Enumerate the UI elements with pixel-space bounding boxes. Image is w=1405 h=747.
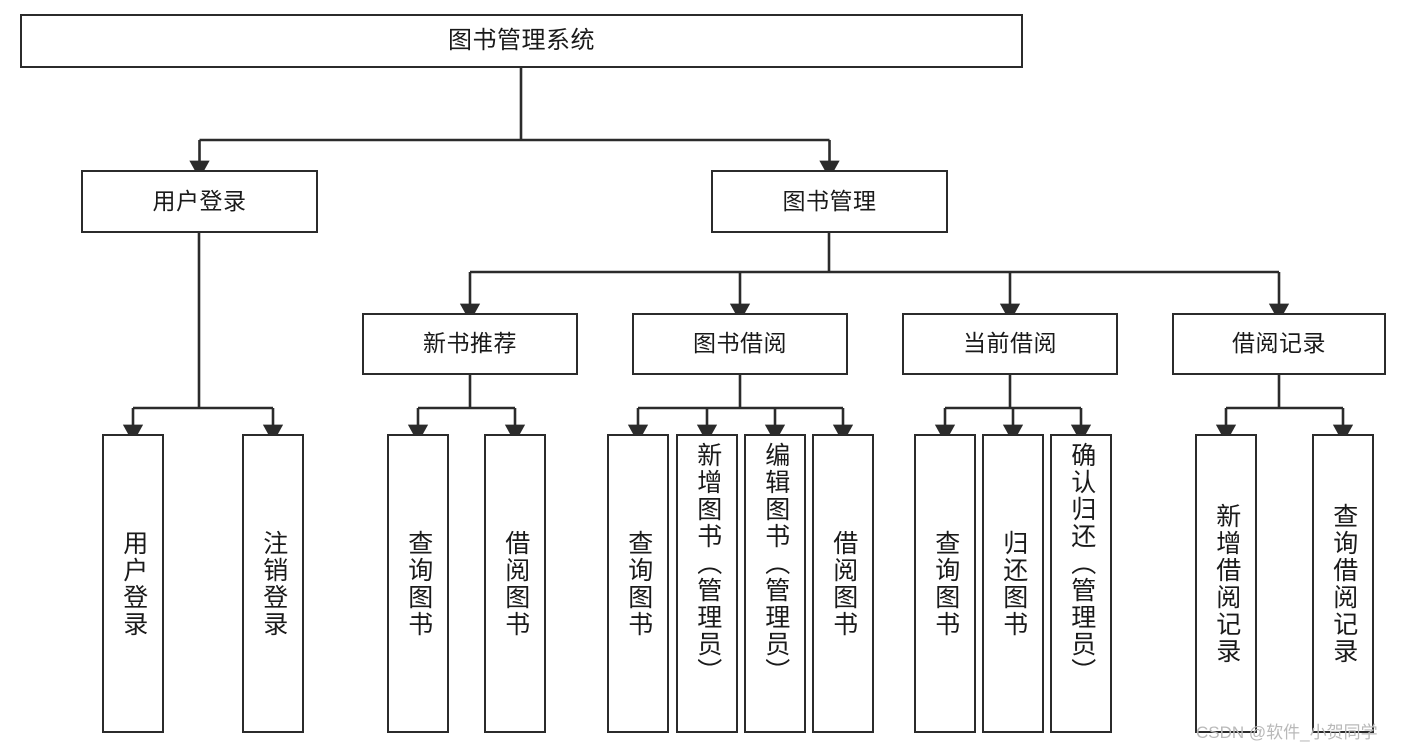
node-book-borrow[interactable]: 图书借阅 xyxy=(632,313,848,375)
node-leaf-borrow-book-2[interactable]: 借阅图书 xyxy=(812,434,874,733)
node-leaf-query-book-1[interactable]: 查询图书 xyxy=(387,434,449,733)
node-current-borrow[interactable]: 当前借阅 xyxy=(902,313,1118,375)
node-leaf-query-book-1-label: 查询图书 xyxy=(404,529,433,638)
node-user-login-label: 用户登录 xyxy=(152,187,247,214)
node-leaf-return-book[interactable]: 归还图书 xyxy=(982,434,1044,733)
node-leaf-confirm-return[interactable]: 确认归还（管理员） xyxy=(1050,434,1112,733)
node-leaf-add-record-label: 新增借阅记录 xyxy=(1212,502,1241,665)
node-leaf-query-book-3-label: 查询图书 xyxy=(931,529,960,638)
node-leaf-return-book-label: 归还图书 xyxy=(999,529,1028,638)
node-leaf-user-logout-label: 注销登录 xyxy=(259,529,288,638)
node-leaf-query-book-3[interactable]: 查询图书 xyxy=(914,434,976,733)
node-book-manage[interactable]: 图书管理 xyxy=(711,170,948,233)
node-borrow-record-label: 借阅记录 xyxy=(1232,330,1326,357)
node-new-book-recommend[interactable]: 新书推荐 xyxy=(362,313,578,375)
node-root-label: 图书管理系统 xyxy=(448,26,595,54)
node-leaf-query-book-2-label: 查询图书 xyxy=(624,529,653,638)
node-leaf-borrow-book-1-label: 借阅图书 xyxy=(501,529,530,638)
node-leaf-add-book-label: 新增图书（管理员） xyxy=(693,442,722,685)
node-book-manage-label: 图书管理 xyxy=(782,187,877,214)
node-leaf-borrow-book-2-label: 借阅图书 xyxy=(829,529,858,638)
node-user-login[interactable]: 用户登录 xyxy=(81,170,318,233)
node-book-borrow-label: 图书借阅 xyxy=(693,330,787,357)
csdn-watermark: CSDN @软件_小贺同学 xyxy=(1196,723,1378,742)
node-root[interactable]: 图书管理系统 xyxy=(20,14,1023,68)
node-leaf-add-record[interactable]: 新增借阅记录 xyxy=(1195,434,1257,733)
node-leaf-borrow-book-1[interactable]: 借阅图书 xyxy=(484,434,546,733)
node-leaf-confirm-return-label: 确认归还（管理员） xyxy=(1067,442,1096,685)
node-leaf-user-login-label: 用户登录 xyxy=(119,529,148,638)
node-leaf-edit-book[interactable]: 编辑图书（管理员） xyxy=(744,434,806,733)
node-leaf-query-book-2[interactable]: 查询图书 xyxy=(607,434,669,733)
node-current-borrow-label: 当前借阅 xyxy=(963,330,1057,357)
node-leaf-user-login[interactable]: 用户登录 xyxy=(102,434,164,733)
node-leaf-add-book[interactable]: 新增图书（管理员） xyxy=(676,434,738,733)
node-leaf-user-logout[interactable]: 注销登录 xyxy=(242,434,304,733)
node-borrow-record[interactable]: 借阅记录 xyxy=(1172,313,1386,375)
node-new-book-recommend-label: 新书推荐 xyxy=(423,330,517,357)
node-leaf-query-record[interactable]: 查询借阅记录 xyxy=(1312,434,1374,733)
node-leaf-query-record-label: 查询借阅记录 xyxy=(1329,502,1358,665)
node-leaf-edit-book-label: 编辑图书（管理员） xyxy=(761,442,790,685)
